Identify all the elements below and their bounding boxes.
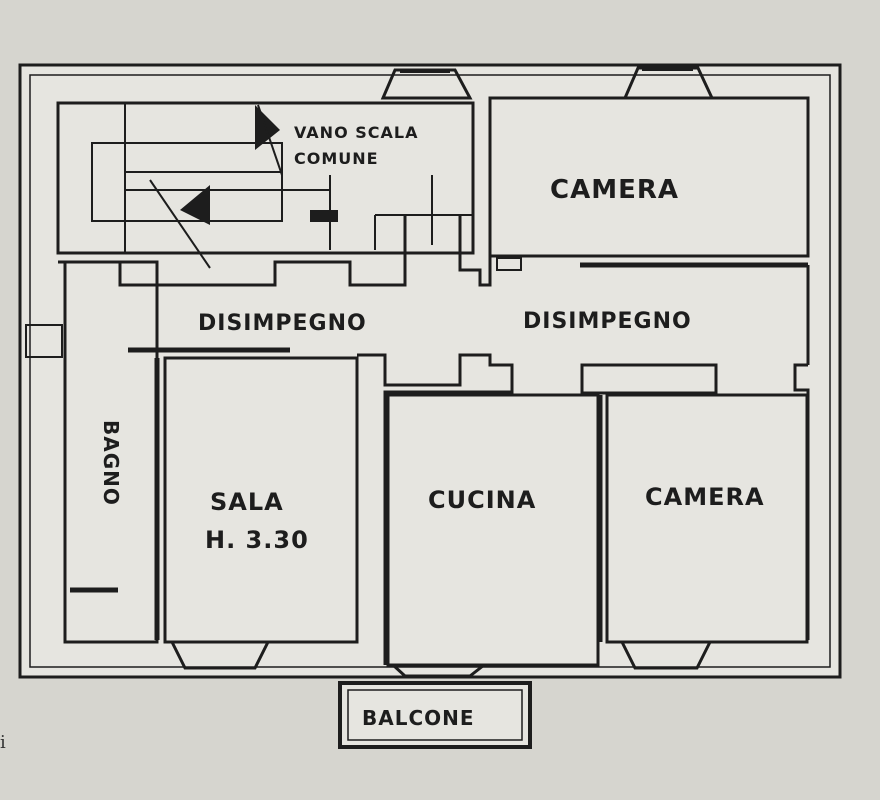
windows bbox=[169, 66, 715, 678]
balcony-outline bbox=[338, 681, 532, 749]
lower-room-walls bbox=[25, 260, 809, 667]
sala-label: SALA bbox=[210, 488, 284, 516]
stair-arrow-icon bbox=[180, 185, 210, 225]
sala-height-label: H. 3.30 bbox=[205, 526, 309, 554]
vano-scala-label-line1: VANO SCALA bbox=[294, 123, 418, 142]
stair-landing-mark bbox=[310, 210, 338, 222]
balcone-label: BALCONE bbox=[362, 706, 475, 730]
bagno-label: BAGNO bbox=[99, 420, 123, 506]
page-text-fragment: i bbox=[0, 732, 6, 753]
camera-bottom-label: CAMERA bbox=[645, 483, 765, 511]
camera-top-label: CAMERA bbox=[550, 175, 679, 205]
disimpegno-right-label: DISIMPEGNO bbox=[523, 309, 692, 334]
disimpegno-left-label: DISIMPEGNO bbox=[198, 311, 367, 336]
stairwell-walls bbox=[56, 101, 475, 269]
cucina-label: CUCINA bbox=[428, 486, 536, 514]
vano-scala-label-line2: COMUNE bbox=[294, 149, 379, 168]
